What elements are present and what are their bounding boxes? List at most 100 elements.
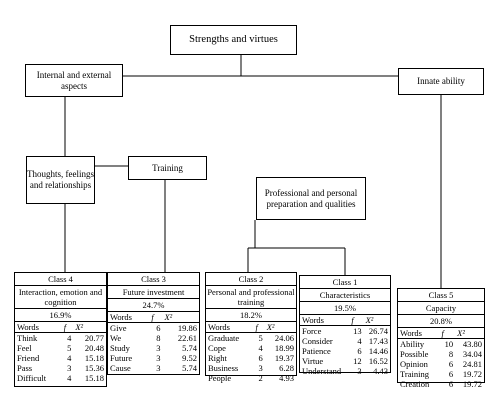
class-5-box: Class 5 Capacity 20.8% Words f X² Abilit… <box>397 288 485 389</box>
x2-cell: 16.52 <box>368 356 388 367</box>
x2-cell: 26.74 <box>368 326 388 337</box>
word-cell: Force <box>302 326 322 337</box>
table-row: People 2 4.93 <box>206 373 296 383</box>
f-cell: 6 <box>448 369 454 380</box>
class-1-title: Characteristics <box>300 289 390 303</box>
f-cell: 6 <box>258 353 263 364</box>
column-f-header: f <box>439 328 456 340</box>
x2-cell: 20.48 <box>84 343 104 354</box>
class-2-percent: 18.2% <box>206 309 296 323</box>
class-5-title: Capacity <box>398 302 484 316</box>
word-cell: Patience <box>302 346 331 357</box>
f-cell: 4 <box>67 353 72 364</box>
word-cell: Graduate <box>208 333 240 344</box>
class-2-name: Class 2 <box>206 273 296 287</box>
f-cell: 12 <box>353 356 362 367</box>
column-f-header: f <box>149 312 163 324</box>
x2-cell: 34.04 <box>462 349 482 360</box>
word-cell: Friend <box>17 353 40 364</box>
branch-training-label: Training <box>152 162 183 173</box>
branch-internal-external-label: Internal and external aspects <box>36 69 112 91</box>
f-cell: 5 <box>67 343 72 354</box>
word-cell: Difficult <box>17 373 47 384</box>
column-words-header: Words <box>108 312 150 324</box>
class-1-box: Class 1 Characteristics 19.5% Words f X²… <box>299 275 391 377</box>
x2-cell: 19.72 <box>462 379 482 390</box>
f-cell: 6 <box>448 359 454 370</box>
f-cell: 4 <box>67 333 72 344</box>
class-4-title: Interaction, emotion and cognition <box>15 286 106 310</box>
word-cell: People <box>208 373 232 384</box>
x2-cell: 19.86 <box>177 323 197 334</box>
f-cell: 6 <box>156 323 161 334</box>
class-4-box: Class 4 Interaction, emotion and cogniti… <box>14 272 107 387</box>
x2-cell: 5.74 <box>182 343 197 354</box>
branch-thoughts-feelings-label: Thoughts, feelings and relationships <box>27 169 94 190</box>
f-cell: 3 <box>156 353 161 364</box>
f-cell: 5 <box>258 333 263 344</box>
x2-cell: 24.81 <box>462 359 482 370</box>
root-label: Strengths and virtues <box>189 33 278 45</box>
column-f-header: f <box>61 322 74 334</box>
class-3-percent: 24.7% <box>108 299 199 313</box>
column-words-header: Words <box>15 322 62 334</box>
word-cell: Ability <box>400 339 425 350</box>
class-1-name: Class 1 <box>300 276 390 290</box>
f-cell: 3 <box>156 363 161 374</box>
x2-cell: 4.93 <box>279 373 294 384</box>
x2-cell: 19.37 <box>274 353 294 364</box>
f-cell: 4 <box>357 336 362 347</box>
column-x2-header: X² <box>162 312 199 324</box>
word-cell: Right <box>208 353 227 364</box>
f-cell: 3 <box>258 363 263 374</box>
f-cell: 4 <box>258 343 263 354</box>
word-cell: Future <box>110 353 133 364</box>
column-words-header: Words <box>300 315 350 327</box>
table-row: Virtue 12 16.52 <box>300 356 390 366</box>
root-node: Strengths and virtues <box>170 25 297 55</box>
column-f-header: f <box>349 315 364 327</box>
word-cell: Virtue <box>302 356 324 367</box>
word-cell: Give <box>110 323 127 334</box>
word-cell: Possible <box>400 349 429 360</box>
column-x2-header: X² <box>73 322 106 334</box>
word-cell: Opinion <box>400 359 428 370</box>
branch-internal-external: Internal and external aspects <box>25 64 123 97</box>
class-4-name: Class 4 <box>15 273 106 287</box>
column-x2-header: X² <box>264 322 296 334</box>
word-cell: Understand <box>302 366 342 377</box>
f-cell: 3 <box>67 363 72 374</box>
column-x2-header: X² <box>455 328 484 340</box>
f-cell: 6 <box>448 379 454 390</box>
class-2-title: Personal and professional training <box>206 286 296 310</box>
column-x2-header: X² <box>363 315 390 327</box>
branch-professional-preparation: Professional and personal preparation an… <box>256 177 366 220</box>
f-cell: 2 <box>258 373 263 384</box>
x2-cell: 19.72 <box>462 369 482 380</box>
f-cell: 3 <box>357 366 362 377</box>
word-cell: Study <box>110 343 130 354</box>
x2-cell: 5.74 <box>182 363 197 374</box>
class-2-box: Class 2 Personal and professional traini… <box>205 272 297 383</box>
branch-thoughts-feelings: Thoughts, feelings and relationships <box>26 156 95 204</box>
branch-innate-ability-label: Innate ability <box>417 76 465 87</box>
x2-cell: 22.61 <box>177 333 197 344</box>
x2-cell: 15.36 <box>84 363 104 374</box>
